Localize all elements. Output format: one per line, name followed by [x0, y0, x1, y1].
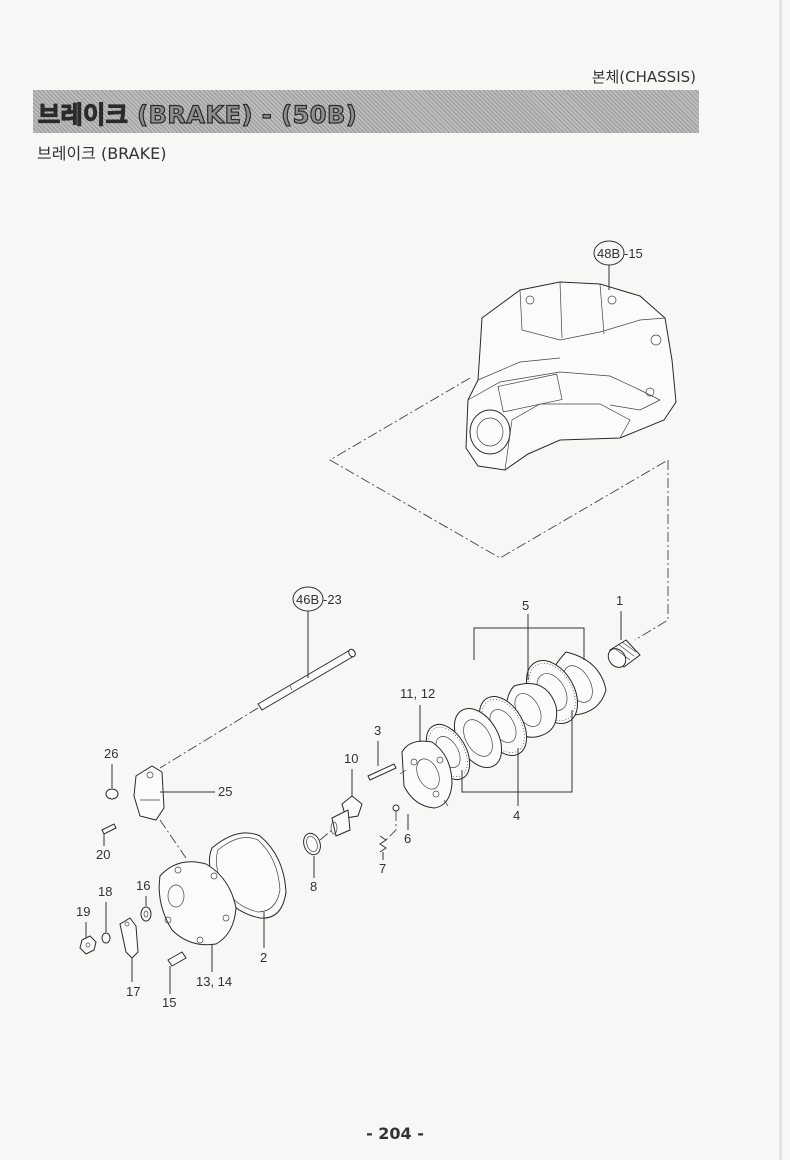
bracket-4: [461, 710, 573, 793]
part-19-nut: [79, 935, 97, 955]
svg-text:48B: 48B: [597, 246, 620, 261]
title-bar: 브레이크 (BRAKE) - (50B): [33, 90, 699, 133]
callout-26: 26: [104, 746, 118, 761]
callout-4: 4: [513, 808, 520, 823]
part-7-spring: [379, 835, 387, 853]
callout-16: 16: [136, 878, 150, 893]
page-title: 브레이크 (BRAKE) - (50B): [37, 100, 358, 129]
callout-17: 17: [126, 984, 140, 999]
callout-13-14: 13, 14: [196, 974, 232, 989]
callout-11-12: 11, 12: [400, 686, 435, 701]
part-13-14-cover: [158, 861, 237, 946]
part-25-bracket: [133, 765, 165, 821]
part-6-ball: [392, 804, 400, 812]
part-3-pin: [367, 763, 397, 781]
callout-7: 7: [379, 861, 386, 876]
callout-2: 2: [260, 950, 267, 965]
chapter-label: 본체(CHASSIS): [591, 68, 696, 86]
svg-text:-15: -15: [624, 246, 643, 261]
part-10-cam-lever: [330, 795, 363, 837]
callout-10: 10: [344, 751, 358, 766]
svg-text:-23: -23: [323, 592, 342, 607]
callout-1: 1: [616, 593, 623, 608]
brake-shaft: [257, 648, 356, 711]
part-1-bearing: [607, 639, 641, 668]
assembly-line-case-right: [634, 460, 669, 641]
callout-25: 25: [218, 784, 232, 799]
transmission-case: [465, 281, 677, 471]
part-16-washer: [140, 906, 152, 922]
callout-6: 6: [404, 831, 411, 846]
svg-text:46B: 46B: [296, 592, 319, 607]
callout-18: 18: [98, 884, 112, 899]
part-26-bushing: [105, 788, 119, 800]
callout-8: 8: [310, 879, 317, 894]
part-8-oring: [303, 832, 321, 856]
reference-callout-48b: 48B -15: [593, 240, 643, 290]
callout-20: 20: [96, 847, 110, 862]
callout-3: 3: [374, 723, 381, 738]
page-edge: [779, 0, 782, 1160]
callout-15: 15: [162, 995, 176, 1010]
part-15-bolt: [167, 951, 187, 967]
callout-5: 5: [522, 598, 529, 613]
section-subtitle: 브레이크 (BRAKE): [37, 144, 167, 163]
part-11-12-pressure-plate: [399, 740, 453, 809]
assembly-line-case-left: [329, 377, 669, 559]
part-18-washer: [101, 932, 111, 944]
callout-19: 19: [76, 904, 90, 919]
part-17-lever: [119, 917, 139, 959]
page-number: - 204 -: [366, 1124, 424, 1143]
part-20-bolt: [101, 823, 117, 835]
bracket-5: [473, 627, 585, 680]
reference-callout-46b: 46B -23: [292, 586, 342, 678]
brake-plates: [425, 651, 607, 780]
